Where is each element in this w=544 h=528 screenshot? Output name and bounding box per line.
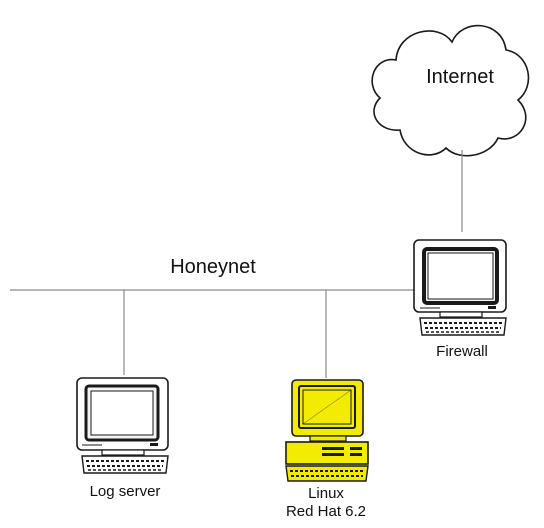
internet-cloud: [371, 24, 530, 157]
linux-label: Linux: [308, 485, 344, 502]
linux-version-label: Red Hat 6.2: [285, 503, 367, 520]
internet-label: Internet: [426, 66, 494, 88]
log-server-computer-icon: [76, 377, 169, 474]
firewall-computer-icon: [413, 239, 507, 336]
linux-computer-icon: [285, 379, 369, 482]
honeynet-label: Honeynet: [170, 256, 256, 278]
firewall-label: Firewall: [436, 343, 488, 360]
log-server-label: Log server: [89, 483, 161, 500]
